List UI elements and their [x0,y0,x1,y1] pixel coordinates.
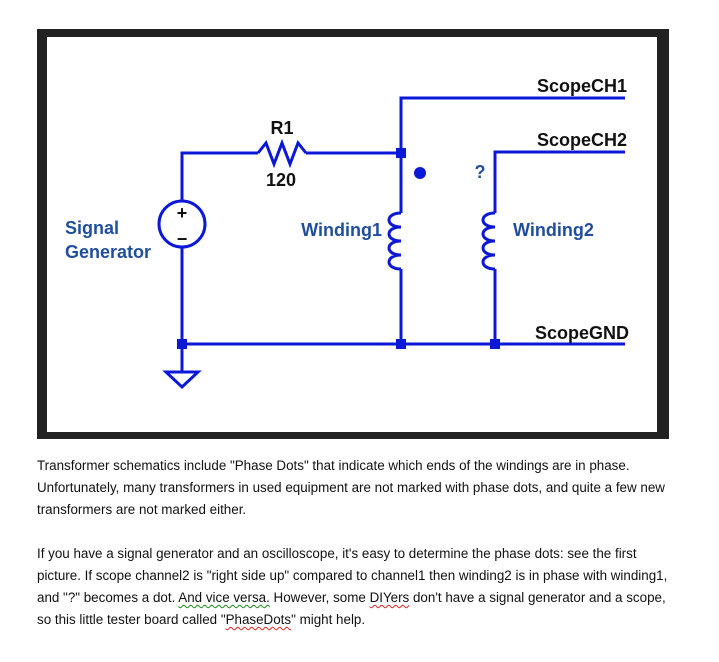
label-scopech2: ScopeCH2 [537,130,627,150]
label-scopegnd: ScopeGND [535,323,629,343]
paragraph-method-part4: " might help. [291,612,366,627]
label-signal: Signal [65,218,119,238]
paragraph-method-part1: If you have a signal generator and an os… [37,546,668,605]
phase-dot-winding1 [414,167,426,179]
schematic-figure: + − ScopeCH1 ScopeCH2 ScopeGND R1 120 Wi… [37,29,669,439]
signal-generator-symbol [157,199,207,249]
scopech1-wire [399,96,625,153]
scopech2-wire [493,150,625,213]
label-winding1: Winding1 [301,220,382,240]
paragraph-method-part2: However, some [269,590,370,605]
winding2-coil [481,211,496,271]
winding1-coil [387,211,402,271]
source-plus-sign: + [177,203,188,223]
schematic-canvas: + − ScopeCH1 ScopeCH2 ScopeGND R1 120 Wi… [47,37,657,432]
label-resistor-value: 120 [266,170,296,190]
grammar-flagged-phrase: And vice versa. [178,590,270,605]
spell-flagged-word-phasedots: PhaseDots [225,612,292,627]
spell-flagged-word-diyers: DIYers [369,590,410,605]
junction-gnd-winding1 [396,339,406,349]
paragraph-intro: Transformer schematics include "Phase Do… [37,458,665,517]
top-wire-source-to-winding1 [180,151,258,201]
paragraph-method: If you have a signal generator and an os… [37,543,677,631]
junction-gnd-source [177,339,187,349]
ground-symbol [162,370,202,390]
description-text: Transformer schematics include "Phase Do… [37,455,677,631]
paragraph-method-part3: don't have a signal generator and a scop… [37,590,666,627]
label-winding2: Winding2 [513,220,594,240]
resistor-r1 [256,138,308,169]
label-unknown-phase: ? [475,162,486,182]
circuit-diagram: + − ScopeCH1 ScopeCH2 ScopeGND R1 120 Wi… [65,76,629,390]
source-minus-sign: − [177,229,188,249]
junction-gnd-winding2 [490,339,500,349]
label-scopech1: ScopeCH1 [537,76,627,96]
label-generator: Generator [65,242,151,262]
label-resistor-name: R1 [270,118,293,138]
junction-node-top [396,148,406,158]
